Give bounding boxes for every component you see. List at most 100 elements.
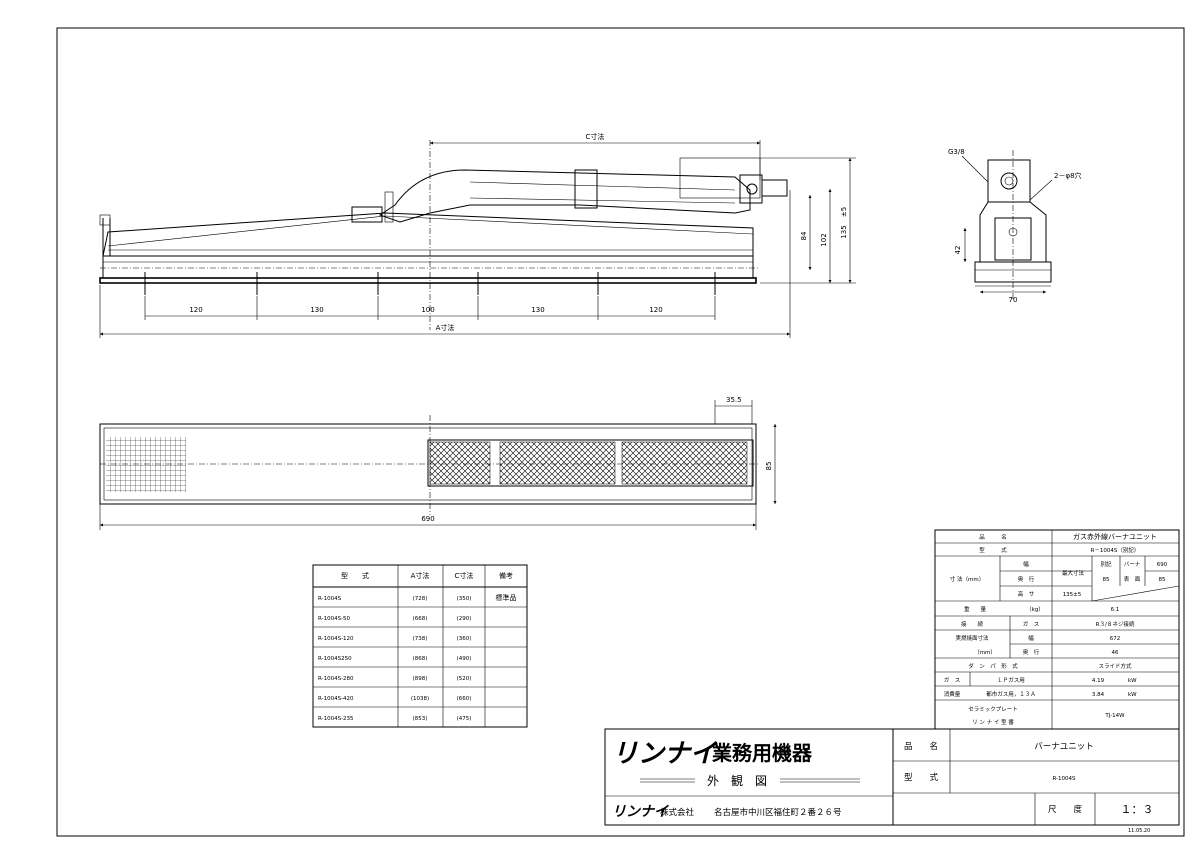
sp-kata-value: R－1004S（別記） [1091,546,1140,554]
mt-r4-c: (520) [457,676,472,682]
dim-42: 42 [954,246,962,255]
sp-jitsunen-haba: 幅 [1028,634,1034,642]
dim-120-left: 120 [189,306,202,314]
sp-kata-label: 型 式 [979,546,1007,554]
dim-690: 690 [421,515,434,523]
mt-h-a: A寸法 [411,571,430,580]
mt-r3-model: R-1004S250 [318,656,352,662]
mt-r6-a: (853) [413,716,428,722]
mt-r4-a: (898) [413,676,428,682]
sp-hinmei-value: ガス赤外線バーナユニット [1073,532,1157,541]
dim-c: C寸法 [586,132,605,141]
side-view: G3/8 2－φ8穴 42 70 [948,148,1082,304]
sp-lp-unit: kW [1128,678,1137,684]
sp-toshi-value: 3.84 [1092,692,1105,698]
mount-bolts [144,272,716,295]
dim-130-left: 130 [310,306,323,314]
sp-ceramic-label: セラミックプレート [968,706,1018,713]
sp-max-label: 最大寸法 [1062,569,1085,577]
sp-v85: 85 [1103,577,1110,583]
model-table: 型 式 A寸法 C寸法 備考 R-1004S (728) (350) 標準品 R… [312,564,528,728]
title-block: リンナイ 業務用機器 外 観 図 リンナイ 株式会社 名古屋市中川区福住町２番２… [604,728,1180,834]
mt-r5-c: (660) [457,696,472,702]
sp-juryo-label: 重 量 [964,605,987,613]
mt-r2-model: R-1004S-120 [318,636,354,642]
sp-okuyuki: 奥 行 [1018,575,1035,583]
tb-company-logo: リンナイ [612,804,669,820]
mt-r5-a: (1038) [411,696,429,702]
spec-table: 品 名 ガス赤外線バーナユニット 型 式 R－1004S（別記） 寸 法（mm）… [934,529,1180,730]
sp-juryo-unit: （kg） [1026,606,1044,613]
sp-b690: 690 [1157,562,1168,568]
mt-r1-c: (290) [457,616,472,622]
sp-juryo-value: 6.1 [1111,607,1120,613]
mt-r1-model: R-1004S-50 [318,616,351,622]
sp-bekki: 別記 [1100,560,1112,568]
tb-logo: リンナイ [612,739,718,769]
dim-70: 70 [1009,296,1018,304]
mt-r6-model: R-1004S-235 [318,716,354,722]
sp-hyomen: 表 面 [1124,575,1141,583]
tb-drawing-name: 外 観 図 [707,774,767,788]
dim-355: 35.5 [726,396,742,404]
mt-r2-a: (738) [413,636,428,642]
sheet-border [56,27,1185,837]
sp-shohi-label: 消費量 [944,690,961,698]
mt-h-note: 備考 [499,571,513,580]
mt-r6-c: (475) [457,716,472,722]
sp-gasu-label: ガ ス [944,676,961,684]
sp-jitsunen-oku-value: 46 [1112,650,1119,656]
mt-h-model: 型 式 [341,571,369,580]
dim-a: A寸法 [436,323,455,332]
mt-r0-c: (350) [457,596,472,602]
sp-setsuzoku-value: R３/８ネジ接続 [1096,620,1135,628]
tb-address: 名古屋市中川区福住町２番２６号 [714,807,842,818]
dim-135: 135 [840,225,848,238]
dim-100: 100 [421,306,434,314]
sp-burner: バーナ [1124,561,1141,568]
tb-company: 株式会社 [660,807,695,818]
tb-kata-value: R-1004S [1052,776,1076,782]
sp-ceramic-value: TJ-14W [1104,713,1125,719]
mt-r3-a: (868) [413,656,428,662]
dim-85: 85 [765,462,773,471]
sp-hinmei-label: 品 名 [979,533,1007,541]
mt-r0-note: 標準品 [496,593,517,602]
mt-r1-a: (668) [413,616,428,622]
tb-kata-label: 型 式 [904,772,939,783]
sp-jitsunen-unit: （mm） [974,649,996,656]
sp-damper-label: ダ ン パ 形 式 [968,662,1018,670]
sp-jitsunen-label: 実燃焼面寸法 [955,634,989,642]
tb-scale-value: １：３ [1121,803,1154,816]
tb-division: 業務用機器 [712,741,813,765]
sp-gas-label: ガ ス [1023,620,1040,628]
sp-sunpo-label: 寸 法（mm） [950,575,984,583]
dim-130-right: 130 [531,306,544,314]
dim-120-right: 120 [649,306,662,314]
tb-date: 11.05.20 [1128,828,1150,834]
sp-takasa: 高 サ [1018,590,1035,598]
label-g38: G3/8 [948,148,965,156]
mt-r3-c: (490) [457,656,472,662]
tb-hinmei-value: バーナユニット [1034,742,1094,752]
dim-84: 84 [800,231,808,240]
sp-rinnai-kata: リ ン ナ イ 型 番 [972,718,1014,726]
elevation-view: 120 130 100 130 120 A寸法 C寸法 84 102 135 ±… [99,132,856,338]
sp-toshi-unit: kW [1128,692,1137,698]
sp-toshi-label: 都市ガス用，１３Ａ [986,690,1036,698]
sp-damper-value: スライド方式 [1098,662,1132,670]
sp-jitsunen-haba-value: 672 [1110,636,1121,642]
sp-haba: 幅 [1023,560,1029,568]
mt-r4-model: R-1004S-280 [318,676,354,682]
sp-v135: 135±5 [1063,592,1082,598]
sp-b85: 85 [1159,577,1166,583]
mt-r2-c: (360) [457,636,472,642]
label-holes: 2－φ8穴 [1054,171,1082,180]
sp-setsuzoku-label: 接 続 [961,620,984,628]
mt-h-c: C寸法 [455,571,474,580]
sp-lp-value: 4.19 [1092,678,1105,684]
sp-lp-label: ＬＰガス用 [997,676,1025,684]
plan-view: 35.5 85 690 [99,396,777,530]
tb-hinmei-label: 品 名 [904,741,938,752]
